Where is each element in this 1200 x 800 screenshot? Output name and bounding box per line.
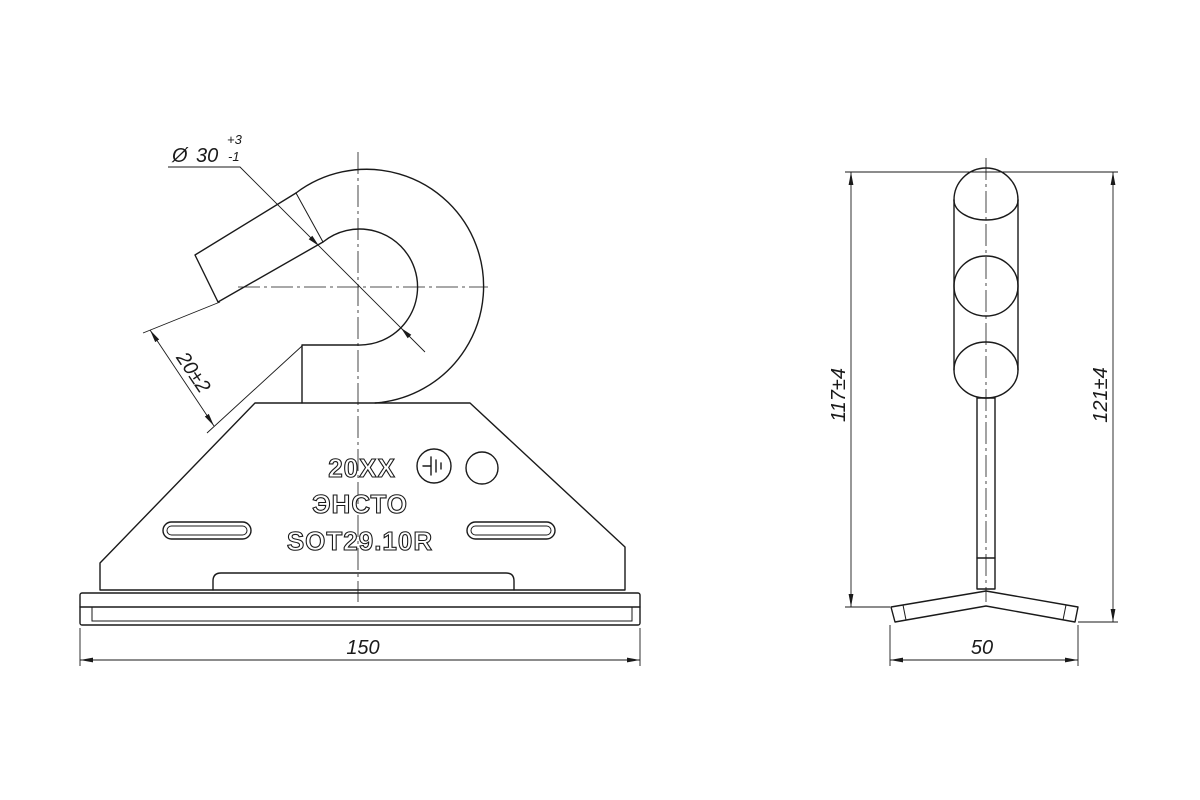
diameter-arrow-upper <box>308 235 319 246</box>
hook-inner-edge <box>322 228 419 346</box>
hook-profile-top-seam <box>953 199 1019 221</box>
plate-inscription-middle: ЭНСТО <box>312 489 408 519</box>
rod-thickness-extension-lower <box>206 345 303 434</box>
ground-symbol-ring <box>416 448 452 484</box>
diameter-arrow-lower <box>401 328 412 339</box>
side-rod-outline <box>976 397 996 590</box>
mounting-slot-right <box>466 521 556 540</box>
side-base-left-end-line <box>902 604 907 621</box>
hook-outer-edge <box>295 168 485 404</box>
hook-profile-middle-section <box>953 255 1019 317</box>
side-view: 117±4 121±4 50 <box>828 158 1118 666</box>
base-width-dimension: 50 <box>889 625 1079 666</box>
mounting-slot-left-outer <box>162 521 252 540</box>
mounting-slot-right-inner <box>470 525 552 536</box>
diameter-dimension: Ø 30 +3 -1 <box>168 132 426 353</box>
height-dimension-left: 117±4 <box>828 172 890 608</box>
diameter-value: 30 <box>196 145 218 167</box>
base-bar-inner-edge <box>91 606 633 622</box>
base-bar <box>79 592 641 626</box>
height-left-label: 117±4 <box>828 368 850 422</box>
diameter-leader-line <box>168 166 426 353</box>
hook-shank <box>301 344 359 404</box>
base-bar-outline <box>79 592 641 626</box>
mounting-slot-left <box>162 521 252 540</box>
mounting-slot-left-inner <box>166 525 248 536</box>
mounting-plate: 20XX ЭНСТО SOT29.10R <box>99 402 626 591</box>
rod-thickness-extension-upper <box>142 301 221 334</box>
side-base-outline <box>890 590 1079 623</box>
front-view: 20XX ЭНСТО SOT29.10R Ø 30 +3 -1 20±2 <box>79 132 641 666</box>
plate-inscription-top: 20XX <box>328 453 396 483</box>
mounting-slot-right-outer <box>466 521 556 540</box>
mounting-plate-outline <box>99 402 626 591</box>
plate-bottom-relief <box>212 572 515 591</box>
overall-width-label: 150 <box>346 637 379 659</box>
base-width-label: 50 <box>971 637 993 659</box>
side-base <box>890 590 1079 623</box>
side-base-right-end-line <box>1062 604 1067 621</box>
marking-circle <box>465 451 499 485</box>
hook-tip <box>194 192 324 303</box>
height-dimension-right: 121±4 <box>1078 172 1118 623</box>
plate-inscription-bottom: SOT29.10R <box>287 526 433 556</box>
hook-tip-division-line <box>295 192 324 243</box>
overall-width-dimension: 150 <box>79 628 641 666</box>
hook-profile-top-cap <box>953 167 1019 201</box>
diameter-upper-tolerance: +3 <box>227 132 243 147</box>
diameter-symbol: Ø <box>171 145 189 167</box>
ground-symbol-icon <box>416 448 452 484</box>
diameter-lower-tolerance: -1 <box>228 149 240 164</box>
side-rod <box>976 397 996 590</box>
hook <box>194 168 485 404</box>
height-right-label: 121±4 <box>1090 367 1112 422</box>
rod-thickness-dimension: 20±2 <box>142 301 303 434</box>
rod-thickness-dimension-line <box>149 329 215 427</box>
rod-thickness-label: 20±2 <box>171 347 215 397</box>
